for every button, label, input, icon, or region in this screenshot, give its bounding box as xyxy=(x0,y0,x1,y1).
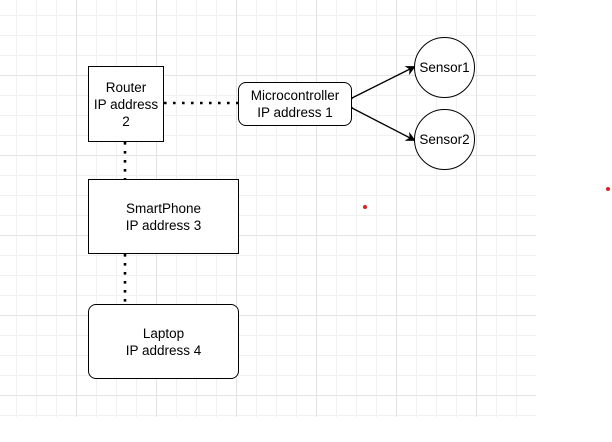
smartphone-label: SmartPhone IP address 3 xyxy=(125,200,202,233)
router-label: Router IP address 2 xyxy=(93,79,159,129)
sensor1-label: Sensor1 xyxy=(419,60,470,75)
microcontroller-label: Microcontroller IP address 1 xyxy=(250,88,340,120)
red-marker-dot xyxy=(606,187,610,191)
laptop-label: Laptop IP address 4 xyxy=(125,325,202,358)
sensor2-node[interactable]: Sensor2 xyxy=(414,109,475,170)
microcontroller-node[interactable]: Microcontroller IP address 1 xyxy=(238,82,352,126)
sensor2-label: Sensor2 xyxy=(419,132,470,147)
laptop-node[interactable]: Laptop IP address 4 xyxy=(88,304,239,379)
edge-microcontroller-sensor1[interactable] xyxy=(342,66,416,107)
sensor1-node[interactable]: Sensor1 xyxy=(414,37,475,98)
edge-microcontroller-sensor2[interactable] xyxy=(342,99,416,141)
router-node[interactable]: Router IP address 2 xyxy=(88,66,164,142)
red-marker-dot xyxy=(363,205,367,209)
smartphone-node[interactable]: SmartPhone IP address 3 xyxy=(88,179,239,254)
